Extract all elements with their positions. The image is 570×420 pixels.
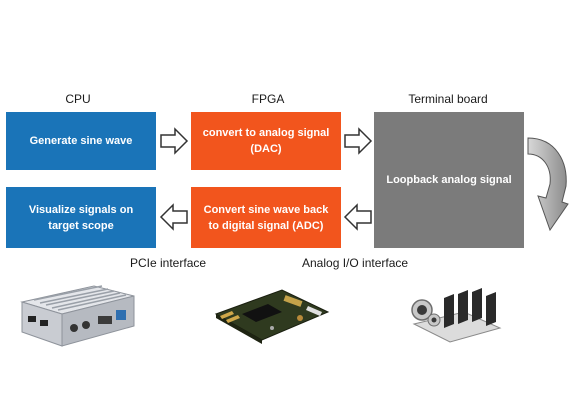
curved-loopback-arrow-icon (527, 137, 569, 232)
pcie-interface-label: PCIe interface (130, 256, 207, 270)
adc-label: Convert sine wave back to digital signal… (203, 203, 329, 232)
visualize-signals-label: Visualize signals on target scope (28, 203, 134, 232)
generate-sine-wave-box: Generate sine wave (6, 112, 156, 170)
target-computer-device-image (20, 285, 135, 347)
loopback-label: Loopback analog signal (386, 174, 512, 186)
right-arrow-icon (160, 127, 189, 155)
analog-io-interface-label: Analog I/O interface (302, 256, 409, 270)
left-arrow-icon (343, 203, 372, 231)
generate-sine-wave-label: Generate sine wave (29, 135, 133, 147)
fpga-column-label: FPGA (251, 92, 285, 106)
adc-box: Convert sine wave back to digital signal… (191, 187, 341, 248)
dac-box: convert to analog signal (DAC) (191, 112, 341, 170)
terminal-board-connectors-image (411, 288, 502, 343)
left-arrow-icon (159, 203, 188, 231)
visualize-signals-box: Visualize signals on target scope (6, 187, 156, 248)
fpga-io-board-image (214, 289, 330, 344)
right-arrow-icon (344, 127, 373, 155)
terminal-column-label: Terminal board (408, 92, 488, 106)
cpu-column-label: CPU (65, 92, 91, 106)
loopback-box: Loopback analog signal (374, 112, 524, 248)
dac-label: convert to analog signal (DAC) (202, 127, 330, 155)
